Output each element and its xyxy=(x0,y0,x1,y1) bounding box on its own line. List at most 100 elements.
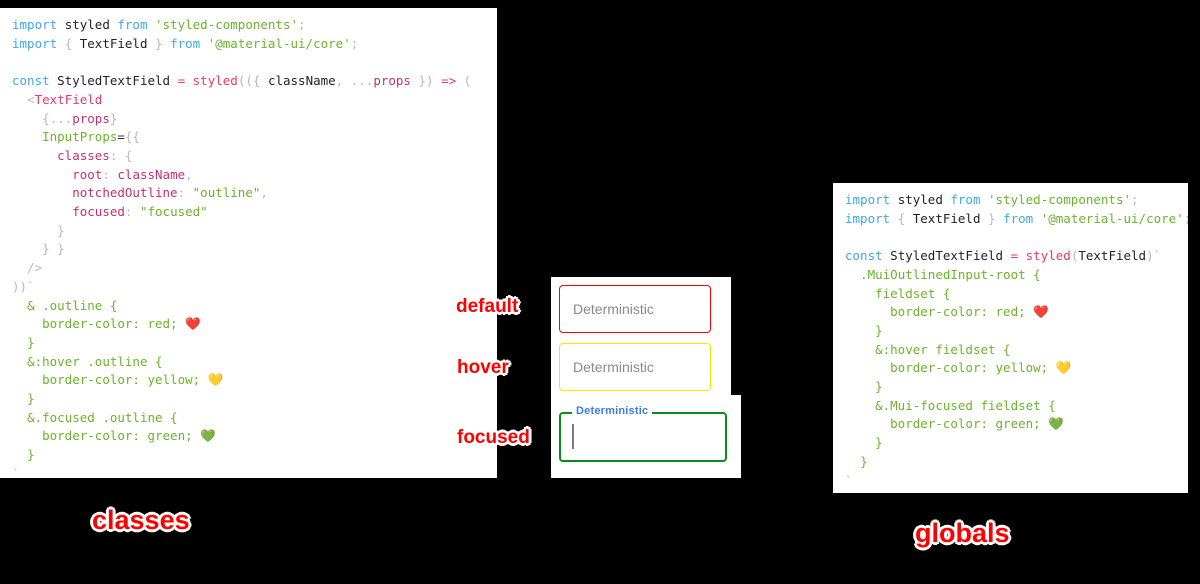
code-token xyxy=(845,416,890,431)
code-token xyxy=(57,17,65,32)
code-token: : xyxy=(109,147,118,163)
code-token xyxy=(343,73,351,88)
code-token xyxy=(12,447,27,462)
code-token xyxy=(1033,211,1041,226)
code-token: fieldset { xyxy=(875,285,951,301)
code-token xyxy=(185,185,193,200)
code-token: StyledTextField xyxy=(890,248,1004,264)
code-token xyxy=(185,73,193,88)
code-line: ))` xyxy=(12,278,487,297)
code-token: &:hover fieldset { xyxy=(875,341,1011,357)
code-line: } } xyxy=(12,240,487,259)
code-line: import styled from 'styled-components'; xyxy=(845,191,1178,210)
code-token: border-color: green; xyxy=(890,416,1049,432)
code-token: (( xyxy=(237,73,253,89)
code-line: } xyxy=(845,378,1178,397)
code-token xyxy=(12,298,27,313)
code-token: from xyxy=(170,35,201,51)
code-token: : xyxy=(124,204,133,220)
code-token xyxy=(12,391,27,406)
code-token xyxy=(12,428,42,443)
code-token: 💛 xyxy=(1055,360,1072,376)
code-token: { xyxy=(64,35,73,51)
code-token: import xyxy=(12,17,58,32)
code-token: , xyxy=(335,73,344,89)
code-token: ) xyxy=(426,73,434,89)
code-token: from xyxy=(1003,210,1034,226)
code-token xyxy=(1003,248,1011,263)
code-line: ` xyxy=(12,465,487,478)
code-token: &.focused .outline { xyxy=(27,409,178,425)
code-token xyxy=(12,335,27,350)
code-token: } xyxy=(875,379,883,395)
code-token xyxy=(845,435,875,450)
code-token: TextField xyxy=(34,91,103,107)
code-line: } xyxy=(12,446,487,465)
code-block-globals: import styled from 'styled-components';i… xyxy=(833,183,1188,493)
code-token: InputProps xyxy=(42,129,118,145)
code-token xyxy=(12,223,57,238)
code-line: border-color: yellow; 💛 xyxy=(845,359,1178,378)
code-line: const StyledTextField = styled(TextField… xyxy=(845,247,1178,266)
code-token xyxy=(12,148,57,163)
code-token: notchedOutline xyxy=(72,185,178,201)
code-token xyxy=(12,111,42,126)
code-token xyxy=(845,342,875,357)
code-token: } xyxy=(27,334,35,350)
code-token: { xyxy=(252,73,261,89)
code-token: ( xyxy=(1070,248,1079,264)
code-token: '@material-ui/core' xyxy=(1040,210,1184,226)
code-line: &.Mui-focused fieldset { xyxy=(845,397,1178,416)
code-line: import { TextField } from '@material-ui/… xyxy=(845,210,1188,229)
code-token xyxy=(456,73,464,88)
code-token xyxy=(12,204,72,219)
code-token: import xyxy=(845,192,891,207)
code-line: root: className, xyxy=(12,166,487,185)
code-token: ; xyxy=(1131,192,1139,207)
code-token: ( xyxy=(463,73,472,89)
code-token: border-color: yellow; xyxy=(42,372,208,388)
code-token: ❤️ xyxy=(185,316,201,332)
code-line: &:hover .outline { xyxy=(12,353,487,372)
code-token xyxy=(117,148,125,163)
textfield-default-value: Deterministic xyxy=(573,301,654,317)
code-line: fieldset { xyxy=(845,285,1178,304)
code-line: } xyxy=(845,434,1178,453)
code-line: focused: "focused" xyxy=(12,203,487,222)
code-token: root xyxy=(72,166,103,182)
code-token: import xyxy=(12,35,58,51)
code-token xyxy=(12,410,27,425)
code-token: => xyxy=(441,73,457,89)
code-token: className xyxy=(117,166,186,182)
code-token: '@material-ui/core' xyxy=(207,35,351,51)
code-token: ))` xyxy=(12,278,35,294)
code-token: } xyxy=(155,35,163,51)
code-token: styled xyxy=(897,192,943,207)
textfield-default[interactable]: Deterministic xyxy=(559,285,711,333)
code-token: className xyxy=(267,73,336,89)
textfield-focused[interactable] xyxy=(559,412,727,462)
textfield-hover[interactable]: Deterministic xyxy=(559,343,711,391)
code-token xyxy=(890,211,898,226)
code-token: &:hover .outline { xyxy=(27,353,163,369)
code-token: border-color: red; xyxy=(42,316,186,332)
code-token xyxy=(890,192,898,207)
code-line: } xyxy=(12,334,487,353)
code-token: StyledTextField xyxy=(57,73,171,89)
code-token: { xyxy=(124,147,133,163)
code-token xyxy=(845,379,875,394)
code-token xyxy=(170,73,178,88)
code-token: props xyxy=(373,73,411,89)
code-token: & .outline { xyxy=(27,297,118,313)
code-token: styled xyxy=(192,73,238,89)
code-token xyxy=(845,304,890,319)
code-token: {{ xyxy=(124,129,140,145)
code-token: /> xyxy=(27,260,43,276)
code-line: ; xyxy=(845,490,1178,493)
code-token: = xyxy=(177,73,186,89)
code-token xyxy=(163,36,171,51)
text-caret xyxy=(572,424,574,449)
code-token: } xyxy=(27,391,35,407)
code-token: TextField xyxy=(1078,248,1147,264)
code-token: from xyxy=(950,192,981,207)
